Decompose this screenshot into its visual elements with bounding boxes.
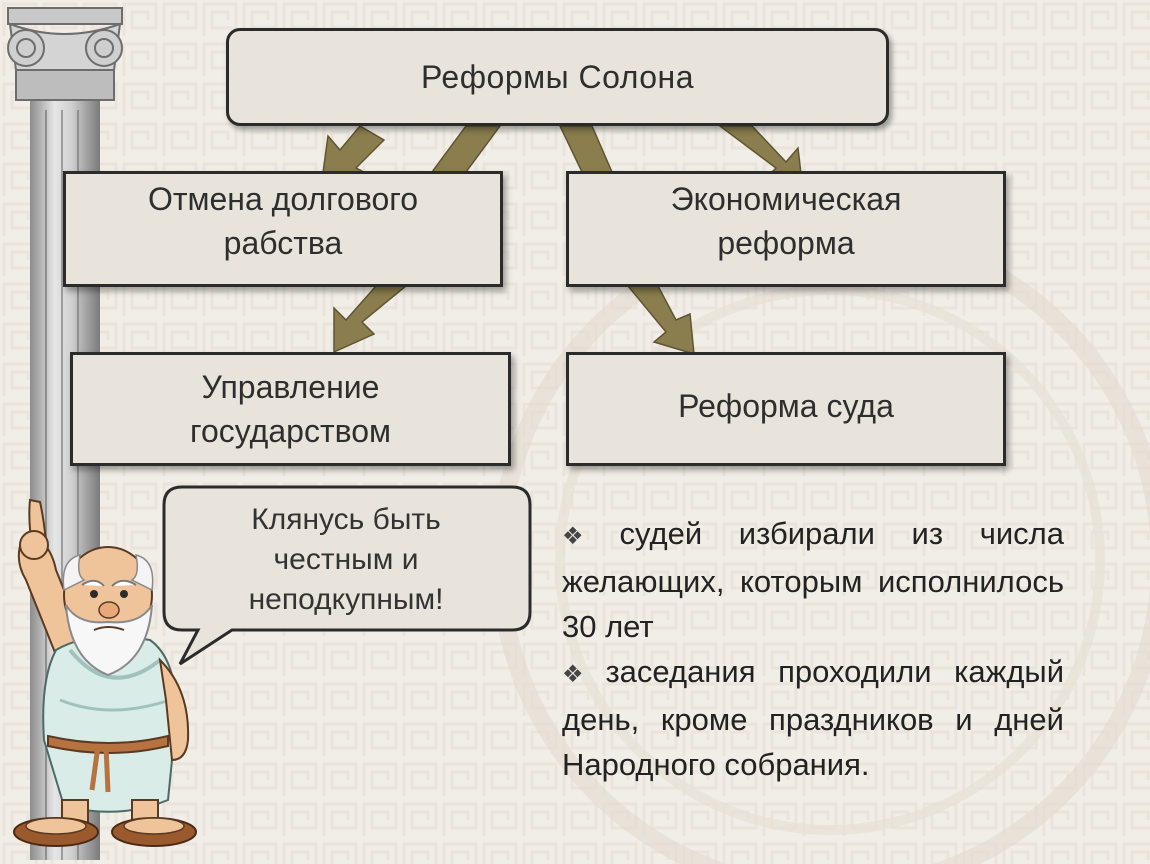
fact-text: заседания проходили каждый день, кроме п… — [562, 654, 1065, 782]
old-man-character-image — [13, 498, 197, 847]
speech-bubble-text: Клянусь быть честным и неподкупным! — [248, 503, 444, 616]
title-text: Реформы Солона — [420, 59, 695, 95]
speech-bubble — [162, 485, 532, 666]
fact-item: ❖судей избирали из числа желающих, котор… — [562, 511, 1064, 649]
branch-court-reform-box: Реформа суда — [566, 352, 1006, 466]
branch-debt-slavery-box: Отмена долгового рабства — [63, 171, 503, 287]
fact-item: ❖заседания проходили каждый день, кроме … — [562, 649, 1064, 787]
title-box: Реформы Солона — [226, 28, 889, 126]
branch-economic-reform-text: Экономическая реформа — [670, 181, 902, 261]
branch-economic-reform-box: Экономическая реформа — [566, 171, 1006, 287]
arrow-debt-to-gov — [333, 285, 409, 354]
court-reform-facts: ❖судей избирали из числа желающих, котор… — [562, 511, 1064, 787]
branch-court-reform-text: Реформа суда — [678, 388, 894, 424]
fact-text: судей избирали из числа желающих, которы… — [562, 516, 1064, 644]
diamond-bullet-icon: ❖ — [562, 523, 612, 550]
branch-state-governance-box: Управление государством — [70, 352, 511, 466]
arrow-econ-to-court — [626, 285, 695, 356]
branch-debt-slavery-text: Отмена долгового рабства — [147, 181, 419, 261]
branch-state-governance-text: Управление государством — [189, 369, 392, 449]
diamond-bullet-icon: ❖ — [562, 661, 598, 688]
arrow-title-to-econ — [717, 125, 803, 183]
